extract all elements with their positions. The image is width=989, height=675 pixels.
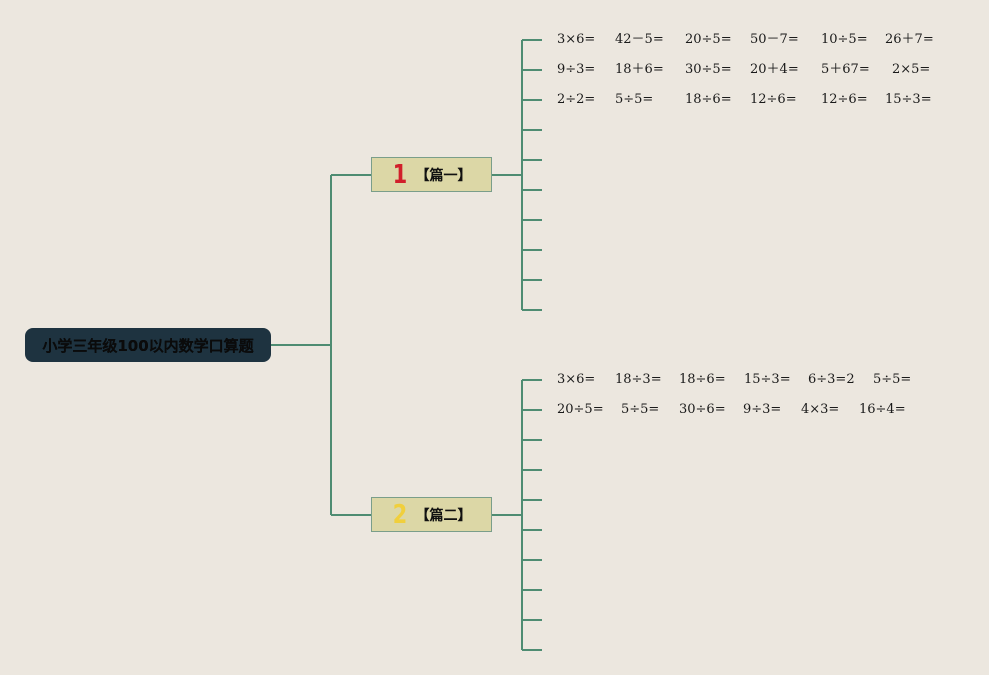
problem-item: 15÷3=: [744, 372, 791, 387]
branch-number-2: 2: [393, 499, 408, 530]
problem-item: 5÷5=: [873, 372, 912, 387]
root-title: 小学三年级100以内数学口算题: [42, 336, 254, 355]
problem-item: 20＋4=: [750, 62, 799, 77]
problem-item: 20÷5=: [557, 402, 604, 417]
branch-number-1: 1: [393, 159, 408, 190]
problem-item: 16÷4=: [859, 402, 906, 417]
problem-item: 6÷3=2: [808, 372, 855, 387]
root-node[interactable]: 小学三年级100以内数学口算题: [25, 328, 271, 362]
problem-item: 2×5=: [892, 62, 931, 77]
problem-item: 2÷2=: [557, 92, 596, 107]
problem-item: 42－5=: [615, 32, 664, 47]
branch-label-1: 【篇一】: [415, 167, 472, 184]
problem-item: 18÷6=: [679, 372, 726, 387]
problem-item: 3×6=: [557, 372, 596, 387]
problem-item: 5÷5=: [621, 402, 660, 417]
problem-item: 5＋67=: [821, 62, 870, 77]
problem-item: 15÷3=: [885, 92, 932, 107]
problem-item: 12÷6=: [821, 92, 868, 107]
problem-item: 30÷6=: [679, 402, 726, 417]
branch-node-1[interactable]: 1 【篇一】: [371, 157, 492, 192]
problem-item: 26＋7=: [885, 32, 934, 47]
problem-item: 18＋6=: [615, 62, 664, 77]
problem-item: 50－7=: [750, 32, 799, 47]
branch-label-2: 【篇二】: [415, 507, 472, 524]
problem-item: 4×3=: [801, 402, 840, 417]
problem-item: 9÷3=: [743, 402, 782, 417]
problem-item: 18÷3=: [615, 372, 662, 387]
problem-item: 10÷5=: [821, 32, 868, 47]
problem-item: 20÷5=: [685, 32, 732, 47]
problem-item: 18÷6=: [685, 92, 732, 107]
problem-item: 30÷5=: [685, 62, 732, 77]
problem-item: 12÷6=: [750, 92, 797, 107]
branch-node-2[interactable]: 2 【篇二】: [371, 497, 492, 532]
problem-item: 5÷5=: [615, 92, 654, 107]
problem-item: 9÷3=: [557, 62, 596, 77]
problem-item: 3×6=: [557, 32, 596, 47]
